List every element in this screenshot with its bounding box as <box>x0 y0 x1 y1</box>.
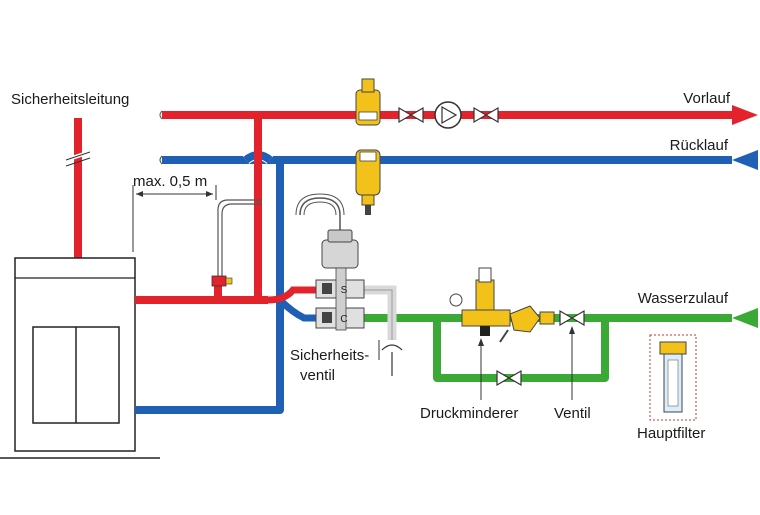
supply-valve-2 <box>473 106 499 124</box>
inlet-valve <box>559 309 585 327</box>
circulation-pump <box>434 101 462 129</box>
main-filter-label: Hauptfilter <box>637 425 705 442</box>
dirt-separator-return <box>355 149 381 215</box>
air-separator-supply <box>355 78 381 126</box>
main-filter <box>649 334 697 421</box>
water-inlet-label: Wasserzulauf <box>638 290 729 307</box>
dimension-marker <box>132 185 217 252</box>
safety-valve-label-1: Sicherheits- <box>290 347 369 364</box>
safety-valve-drain <box>352 285 403 376</box>
mixer-c-label: C <box>340 314 347 325</box>
supply-arrow <box>732 105 758 125</box>
leader-lines <box>378 326 575 400</box>
valve-label: Ventil <box>554 405 591 422</box>
supply-valve-1 <box>398 106 424 124</box>
thermostat-capillary <box>211 193 345 287</box>
supply-label: Vorlauf <box>683 90 731 107</box>
safety-valve-group: S C <box>315 229 365 331</box>
return-label: Rücklauf <box>670 137 729 154</box>
return-arrow <box>732 150 758 170</box>
pressure-reducer-label: Druckminderer <box>420 405 518 422</box>
bypass-valve <box>496 369 522 387</box>
max-distance-label: max. 0,5 m <box>133 173 207 190</box>
supply-pipe <box>135 110 732 304</box>
water-inlet-arrow <box>732 308 758 328</box>
safety-valve-label-2: ventil <box>300 367 335 384</box>
safety-line-pipe <box>65 118 91 258</box>
safety-line-label: Sicherheitsleitung <box>11 91 129 108</box>
boiler <box>0 257 160 459</box>
mixer-s-label: S <box>341 285 348 296</box>
pressure-reducer <box>449 267 555 343</box>
